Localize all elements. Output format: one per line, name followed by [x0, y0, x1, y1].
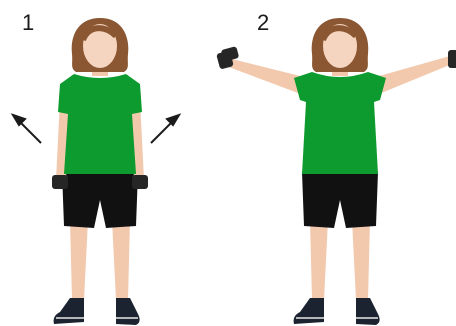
figure-step-2: [216, 18, 456, 325]
shirt: [294, 72, 386, 174]
figure-step-1: [52, 18, 148, 325]
shorts: [62, 172, 138, 228]
shoes: [294, 298, 380, 325]
shoes: [54, 298, 140, 325]
legs: [70, 220, 130, 300]
arrow-up-left-icon: [13, 115, 41, 143]
shorts: [302, 172, 378, 228]
shirt: [58, 74, 142, 174]
legs: [310, 220, 370, 300]
arrow-up-right-icon: [151, 115, 179, 143]
